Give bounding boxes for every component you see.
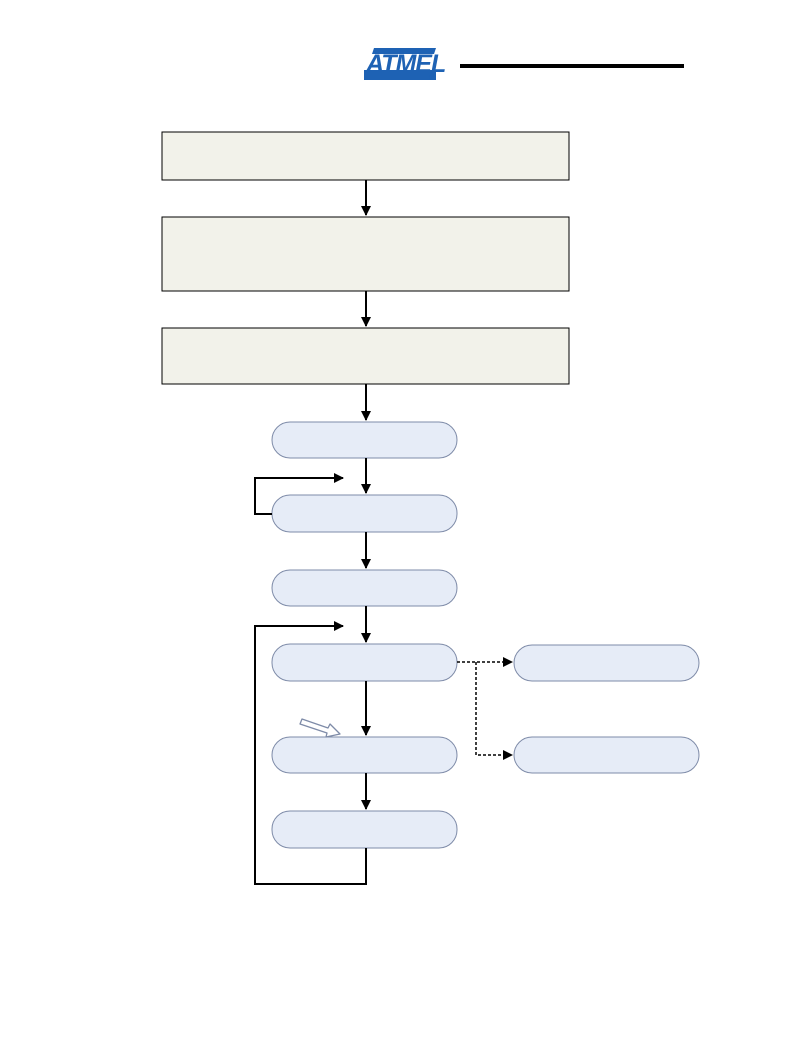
atmel-logo: ATMEL ® bbox=[364, 48, 446, 82]
step-box-3 bbox=[161, 327, 570, 385]
pill-step-1 bbox=[271, 421, 458, 459]
pill-step-4 bbox=[271, 643, 458, 682]
loop-arrow-main bbox=[254, 621, 367, 885]
branch-arrows bbox=[457, 657, 513, 760]
logo-text: ATMEL bbox=[365, 50, 445, 78]
pill-step-6 bbox=[271, 810, 458, 849]
side-pill-1 bbox=[513, 644, 700, 682]
logo-registered-mark: ® bbox=[429, 74, 435, 82]
pill-step-2 bbox=[271, 494, 458, 533]
step-box-1 bbox=[161, 131, 570, 181]
pill-step-3 bbox=[271, 569, 458, 607]
step-box-2 bbox=[161, 216, 570, 292]
loop-arrow-pill2 bbox=[254, 473, 344, 515]
side-pill-2 bbox=[513, 736, 700, 774]
pointer-arrow-icon bbox=[299, 718, 341, 738]
pill-step-5 bbox=[271, 736, 458, 774]
branch-arrow-side2 bbox=[475, 662, 513, 760]
